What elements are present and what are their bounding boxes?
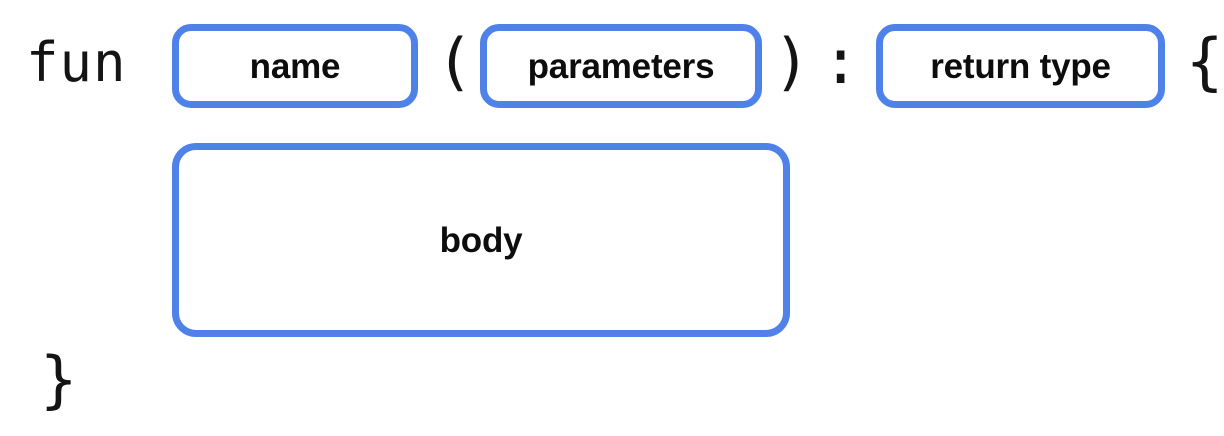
- slot-body[interactable]: body: [172, 143, 790, 337]
- paren-close-token: ): [773, 25, 811, 98]
- colon-token: :: [822, 25, 860, 98]
- slot-return-type[interactable]: return type: [876, 24, 1165, 108]
- slot-body-label: body: [439, 220, 523, 260]
- brace-open-token: {: [1186, 25, 1224, 98]
- slot-parameters-label: parameters: [527, 46, 715, 86]
- slot-name-label: name: [249, 46, 341, 86]
- slot-name[interactable]: name: [172, 24, 418, 108]
- slot-return-type-label: return type: [930, 46, 1111, 86]
- brace-close-token: }: [40, 343, 78, 416]
- slot-parameters[interactable]: parameters: [480, 24, 762, 108]
- keyword-fun-token: fun: [26, 31, 127, 94]
- paren-open-token: (: [436, 25, 474, 98]
